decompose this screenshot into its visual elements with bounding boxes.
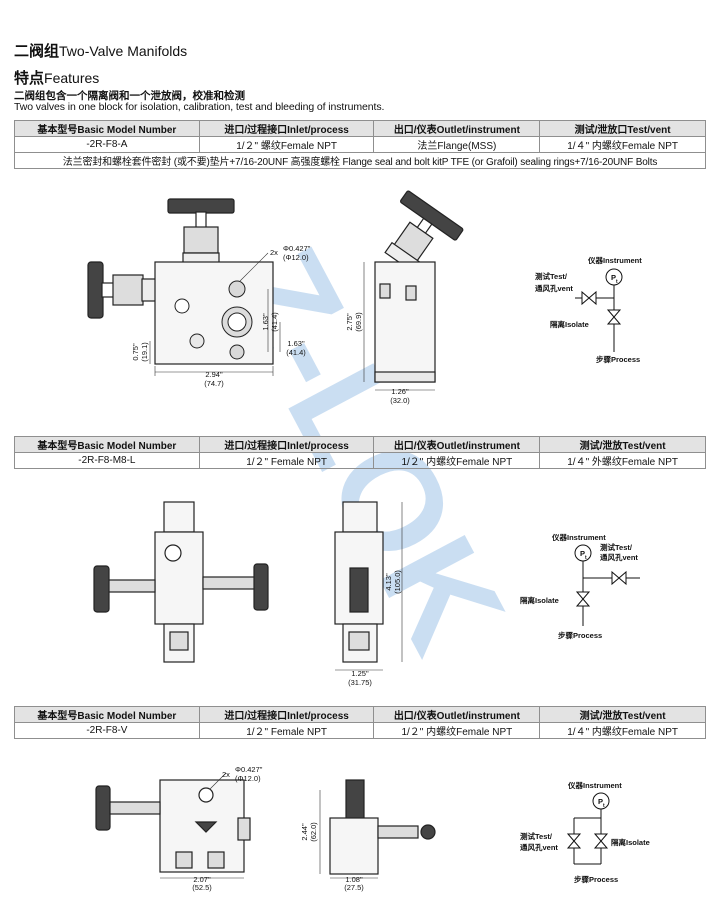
- col-vent-header: 测试/泄放Test/vent: [539, 436, 706, 453]
- svg-text:P: P: [580, 549, 585, 558]
- svg-text:(32.0): (32.0): [390, 396, 410, 405]
- col-inlet-header: 进口/过程接口Inlet/process: [198, 706, 375, 723]
- table-cell-inlet: 1/２" Female NPT: [198, 452, 375, 469]
- svg-text:Φ0.427": Φ0.427": [235, 765, 263, 774]
- svg-text:t: t: [616, 279, 618, 285]
- table-cell-outlet: 1/２" 内螺纹Female NPT: [373, 452, 541, 469]
- svg-text:隔离Isolate: 隔离Isolate: [611, 837, 650, 847]
- svg-text:1.63": 1.63": [261, 313, 270, 331]
- svg-text:仪器Instrument: 仪器Instrument: [567, 781, 622, 790]
- col-inlet-header: 进口/过程接口Inlet/process: [198, 436, 375, 453]
- spec-table-l: 基本型号Basic Model Number 进口/过程接口Inlet/proc…: [14, 436, 706, 469]
- svg-text:测试Test/: 测试Test/: [535, 271, 568, 281]
- svg-text:0.75": 0.75": [131, 343, 140, 361]
- svg-text:仪器Instrument: 仪器Instrument: [551, 533, 606, 542]
- svg-text:t: t: [603, 803, 605, 809]
- spec-table-v: 基本型号Basic Model Number 进口/过程接口Inlet/proc…: [14, 706, 706, 739]
- svg-text:通风孔vent: 通风孔vent: [535, 283, 573, 293]
- svg-text:1.63": 1.63": [287, 339, 305, 348]
- svg-text:(69.9): (69.9): [354, 312, 363, 332]
- svg-text:(74.7): (74.7): [204, 379, 224, 388]
- svg-text:P: P: [598, 797, 603, 806]
- svg-text:隔离Isolate: 隔离Isolate: [520, 595, 559, 605]
- col-outlet-header: 出口/仪表Outlet/instrument: [373, 706, 541, 723]
- table-note: 法兰密封和螺栓套件密封 (或不要)垫片+7/16-20UNF 高强度螺栓 Fla…: [14, 152, 706, 169]
- spec-table-a: 基本型号Basic Model Number 进口/过程接口Inlet/proc…: [14, 120, 706, 169]
- svg-text:P: P: [611, 273, 616, 282]
- svg-text:测试Test/: 测试Test/: [520, 831, 553, 841]
- svg-text:2.44": 2.44": [300, 823, 309, 841]
- svg-text:(41.4): (41.4): [286, 348, 306, 357]
- table-cell-vent: 1/４" 内螺纹Female NPT: [539, 722, 706, 739]
- svg-text:Φ0.427": Φ0.427": [283, 244, 311, 253]
- table-cell-vent: 1/４" 外螺纹Female NPT: [539, 452, 706, 469]
- svg-text:隔离Isolate: 隔离Isolate: [550, 319, 589, 329]
- svg-text:2.75": 2.75": [345, 313, 354, 331]
- svg-text:(41.4): (41.4): [270, 312, 279, 332]
- features-desc-cn: 二阀组包含一个隔离阀和一个泄放阀，校准和检测: [14, 90, 245, 102]
- svg-text:(19.1): (19.1): [140, 342, 149, 362]
- svg-text:(105.0): (105.0): [393, 570, 402, 594]
- svg-text:(62.0): (62.0): [309, 822, 318, 842]
- svg-text:步骤Process: 步骤Process: [574, 874, 618, 884]
- svg-text:1.08": 1.08": [345, 875, 363, 884]
- svg-text:t: t: [585, 555, 587, 561]
- svg-text:步骤Process: 步骤Process: [558, 630, 602, 640]
- svg-text:2.07": 2.07": [193, 875, 211, 884]
- svg-text:(27.5): (27.5): [344, 883, 364, 892]
- svg-text:4.13": 4.13": [384, 573, 393, 591]
- table-cell-model: -2R-F8-M8-L: [14, 452, 200, 469]
- svg-text:1.26": 1.26": [391, 387, 409, 396]
- svg-text:步骤Process: 步骤Process: [596, 354, 640, 364]
- page-title: 二阀组Two-Valve Manifolds: [14, 43, 188, 60]
- features-desc-en: Two valves in one block for isolation, c…: [14, 101, 385, 113]
- svg-text:2x: 2x: [222, 770, 230, 779]
- svg-text:仪器Instrument: 仪器Instrument: [587, 256, 642, 265]
- table-cell-outlet: 1/２" 内螺纹Female NPT: [373, 722, 541, 739]
- svg-text:2x: 2x: [270, 248, 278, 257]
- svg-text:通风孔vent: 通风孔vent: [600, 552, 638, 562]
- table-cell-model: -2R-F8-V: [14, 722, 200, 739]
- svg-text:(31.75): (31.75): [348, 678, 372, 687]
- svg-text:1.25": 1.25": [351, 669, 369, 678]
- svg-text:通风孔vent: 通风孔vent: [520, 842, 558, 852]
- svg-text:(Φ12.0): (Φ12.0): [235, 774, 261, 783]
- svg-text:(52.5): (52.5): [192, 883, 212, 892]
- features-heading: 特点Features: [14, 70, 100, 87]
- svg-text:2.94": 2.94": [205, 370, 223, 379]
- svg-text:(Φ12.0): (Φ12.0): [283, 253, 309, 262]
- svg-text:测试Test/: 测试Test/: [600, 542, 633, 552]
- col-vent-header: 测试/泄放口Test/vent: [539, 120, 706, 137]
